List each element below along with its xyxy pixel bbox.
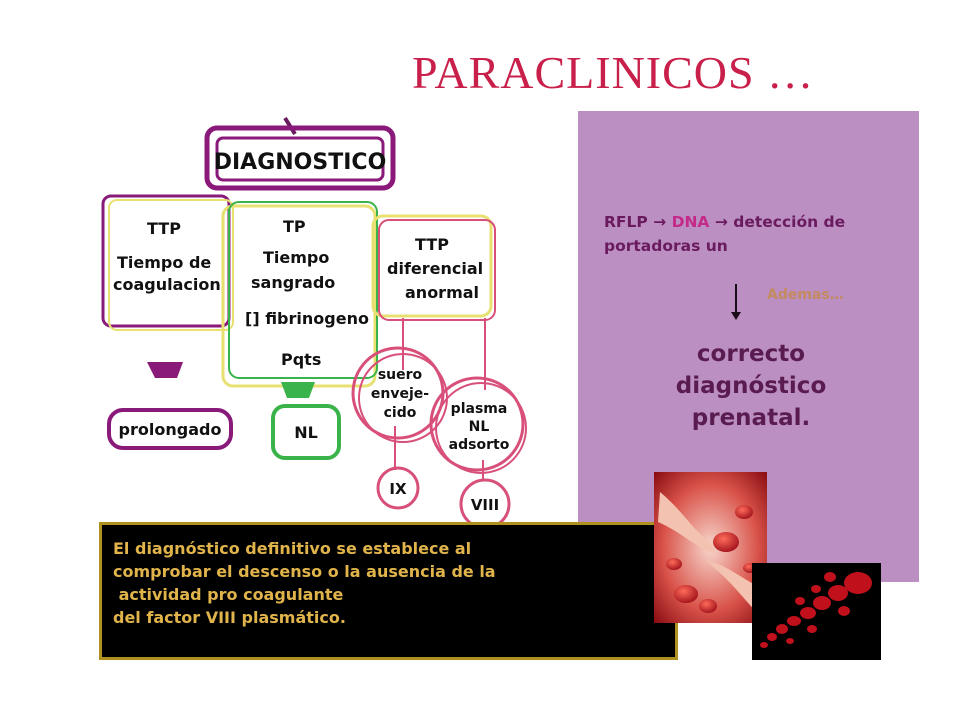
- suero-line-1: suero: [378, 367, 423, 383]
- down-arrow-icon: [731, 284, 741, 320]
- blood-cells-image: [752, 563, 881, 660]
- rflp-prefix: RFLP: [604, 213, 648, 231]
- suero-line-3: cido: [384, 405, 417, 421]
- ttp-diferencial-line-2: diferencial: [387, 259, 483, 278]
- down-arrow-icon: [281, 382, 315, 398]
- tp-line-3: sangrado: [251, 273, 335, 292]
- plasma-line-2: NL: [469, 419, 490, 435]
- diagnostico-box: [204, 125, 396, 191]
- factor-viii-label: VIII: [471, 496, 499, 514]
- diagnosis-flowchart: DIAGNOSTICO TTP Tiempo de coagulacion TP…: [95, 108, 595, 538]
- page-title: PARACLINICOS …: [412, 47, 815, 98]
- rflp-text: RFLP → DNA → detección de portadoras un: [604, 210, 904, 258]
- hands-blood-cells-image: [654, 472, 767, 623]
- rflp-suffix: detección de portadoras un: [604, 213, 846, 255]
- ttp-diferencial-label: TTP: [415, 235, 449, 254]
- ttp-diferencial-box: [371, 214, 493, 318]
- plasma-circle: [429, 376, 525, 472]
- info-panel: RFLP → DNA → detección de portadoras un …: [578, 111, 919, 582]
- prolongado-label: prolongado: [119, 420, 222, 439]
- tp-line-4: [] fibrinogeno: [245, 309, 369, 328]
- tp-line-5: Pqts: [281, 350, 321, 369]
- plasma-line-3: adsorto: [449, 437, 510, 453]
- correcto-diagnostico-text: correcto diagnóstico prenatal.: [675, 341, 827, 431]
- tp-label: TP: [283, 217, 306, 236]
- right-arrow-icon: →: [653, 213, 667, 231]
- right-arrow-icon: →: [714, 213, 728, 231]
- ademas-label: Ademas…: [767, 287, 844, 303]
- nl-label: NL: [294, 423, 318, 442]
- tp-line-2: Tiempo: [263, 248, 329, 267]
- ttp-diferencial-line-3: anormal: [405, 283, 479, 302]
- note-text: El diagnóstico definitivo se establece a…: [113, 539, 496, 627]
- nl-box: [271, 404, 341, 460]
- factor-ix-circle: [376, 466, 420, 510]
- definitive-diagnosis-note: El diagnóstico definitivo se establece a…: [99, 522, 678, 660]
- down-arrow-icon: [147, 362, 183, 378]
- diagnostico-label: DIAGNOSTICO: [214, 150, 387, 175]
- prolongado-box: [107, 408, 233, 450]
- suero-line-2: enveje-: [371, 386, 429, 402]
- ttp-label: TTP: [147, 219, 181, 238]
- plasma-line-1: plasma: [451, 401, 508, 417]
- ttp-line-2: Tiempo de: [117, 253, 211, 272]
- factor-ix-label: IX: [389, 480, 407, 498]
- rflp-dna: DNA: [671, 213, 710, 231]
- ttp-line-3: coagulacion: [113, 275, 221, 294]
- flowchart-canvas: DIAGNOSTICO TTP Tiempo de coagulacion TP…: [101, 116, 527, 530]
